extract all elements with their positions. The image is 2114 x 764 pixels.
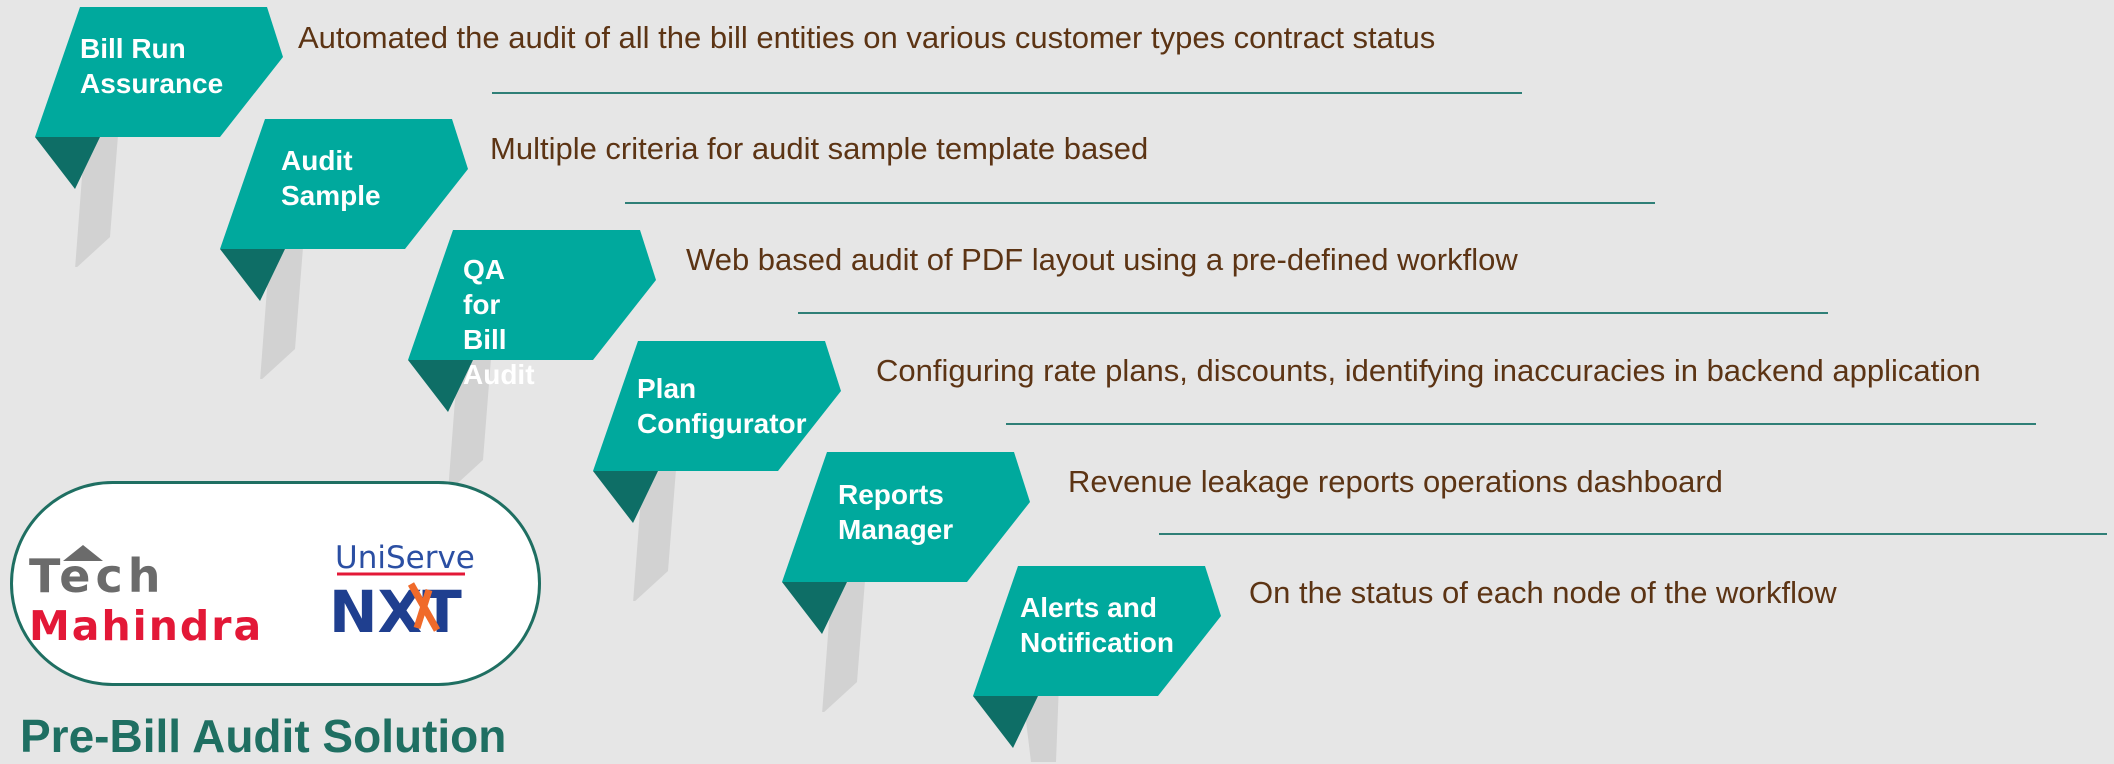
logo-nxt-word: NXT [329,578,462,644]
logo-mahindra-word: Mahindra [29,602,263,650]
step-description: Revenue leakage reports operations dashb… [1068,464,1723,499]
step-description: Configuring rate plans, discounts, ident… [876,353,1981,388]
step-ribbon-shape [593,341,841,601]
divider-line [492,92,1522,94]
step-label: Reports Manager [838,479,954,545]
divider-line [1159,533,2107,535]
uniserve-nxt-logo: UniServe NXT [329,540,475,644]
step-ribbon-shape [408,230,656,490]
step-ribbon-shape [782,452,1030,712]
step-description: On the status of each node of the workfl… [1249,575,1837,610]
step-label: Bill Run Assurance [80,33,224,99]
tech-mahindra-logo: Tech Mahindra [29,545,263,650]
step-description: Web based audit of PDF layout using a pr… [686,242,1518,277]
step-label: Alerts and Notification [1020,592,1174,658]
step-ribbon-shape [35,7,283,267]
logo-uniserve-word: UniServe [335,540,475,576]
divider-line [1006,423,2036,425]
logo-panel: Tech Mahindra UniServe NXT [10,481,541,686]
step-ribbon-shape [973,566,1221,762]
step-description: Multiple criteria for audit sample templ… [490,131,1149,166]
step-label: Audit Sample [281,145,381,211]
step-label: QA for Bill Audit [463,254,535,390]
step-label: Plan Configurator [637,373,807,439]
page-title: Pre-Bill Audit Solution [20,710,507,762]
step-ribbon-shape [220,119,468,379]
divider-line [625,202,1655,204]
step-description: Automated the audit of all the bill enti… [298,20,1436,55]
divider-line [798,312,1828,314]
